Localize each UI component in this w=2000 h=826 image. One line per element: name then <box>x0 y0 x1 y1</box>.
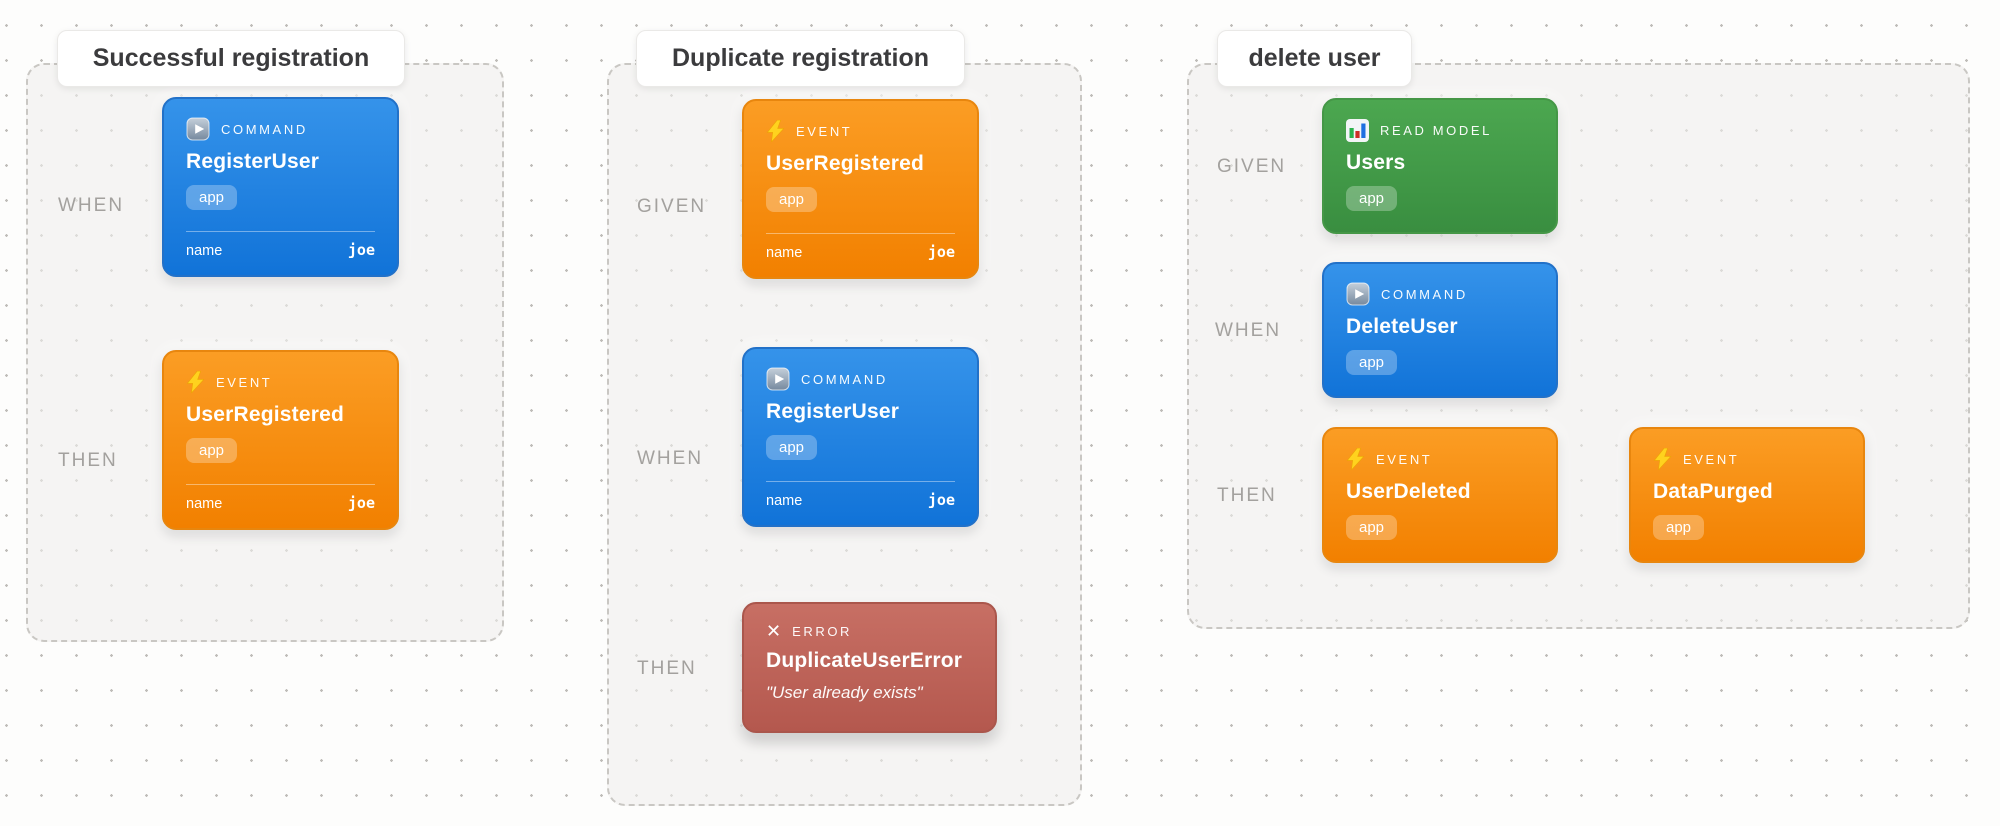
scenario-title-delete-user[interactable]: delete user <box>1217 30 1412 87</box>
step-label-when: WHEN <box>637 448 704 469</box>
divider <box>766 481 955 482</box>
scenario-title-duplicate-registration[interactable]: Duplicate registration <box>636 30 965 87</box>
card-fields: name joe <box>186 484 375 512</box>
bar-chart-icon <box>1346 118 1369 142</box>
divider <box>186 231 375 232</box>
field-value: joe <box>927 491 955 509</box>
card-command-registeruser[interactable]: COMMAND RegisterUser app name joe <box>162 97 399 277</box>
app-badge: app <box>1346 515 1398 540</box>
card-type-label: ERROR <box>792 623 853 639</box>
card-header: READ MODEL <box>1346 118 1534 142</box>
card-title: RegisterUser <box>766 400 900 423</box>
app-badge: app <box>766 435 818 460</box>
step-label-then: THEN <box>637 658 697 679</box>
field-row: name joe <box>766 243 955 261</box>
step-label-when: WHEN <box>1215 320 1282 341</box>
step-label-then: THEN <box>58 450 118 471</box>
card-type-label: EVENT <box>1376 451 1433 467</box>
field-row: name joe <box>186 241 375 259</box>
play-icon <box>766 367 790 391</box>
card-event-userregistered[interactable]: EVENT UserRegistered app name joe <box>162 350 399 530</box>
card-command-registeruser[interactable]: COMMAND RegisterUser app name joe <box>742 347 979 527</box>
field-row: name joe <box>186 494 375 512</box>
lightning-icon <box>766 120 785 142</box>
card-title: DeleteUser <box>1346 315 1458 338</box>
step-label-given: GIVEN <box>1217 156 1287 177</box>
card-type-label: EVENT <box>216 374 273 390</box>
lightning-icon <box>1346 448 1365 470</box>
app-badge: app <box>186 185 238 210</box>
card-title: Users <box>1346 151 1406 174</box>
x-icon: ✕ <box>766 621 782 641</box>
field-value: joe <box>927 243 955 261</box>
card-title: DataPurged <box>1653 480 1773 503</box>
field-value: joe <box>347 494 375 512</box>
card-error-duplicateusererror[interactable]: ✕ ERROR DuplicateUserError "User already… <box>742 602 997 733</box>
lightning-icon <box>1653 448 1672 470</box>
card-header: COMMAND <box>766 367 955 391</box>
card-readmodel-users[interactable]: READ MODEL Users app <box>1322 98 1558 234</box>
card-title: UserRegistered <box>186 403 345 426</box>
step-label-when: WHEN <box>58 195 125 216</box>
field-name: name <box>766 493 803 509</box>
field-row: name joe <box>766 491 955 509</box>
card-title: UserDeleted <box>1346 480 1471 503</box>
app-badge: app <box>766 187 818 212</box>
step-label-given: GIVEN <box>637 196 707 217</box>
field-name: name <box>186 243 223 259</box>
field-name: name <box>186 496 223 512</box>
card-header: EVENT <box>1653 447 1841 471</box>
card-type-label: EVENT <box>1683 451 1740 467</box>
card-type-label: EVENT <box>796 123 853 139</box>
scenario-title-successful-registration[interactable]: Successful registration <box>57 30 405 87</box>
field-name: name <box>766 245 803 261</box>
card-title: DuplicateUserError <box>766 649 963 672</box>
card-event-userdeleted[interactable]: EVENT UserDeleted app <box>1322 427 1558 563</box>
card-fields: name joe <box>766 233 955 261</box>
divider <box>186 484 375 485</box>
card-type-label: COMMAND <box>221 121 308 137</box>
app-badge: app <box>1653 515 1705 540</box>
app-badge: app <box>1346 186 1398 211</box>
card-type-label: READ MODEL <box>1380 122 1492 138</box>
card-header: ✕ ERROR <box>766 622 973 640</box>
card-title: RegisterUser <box>186 150 320 173</box>
step-label-then: THEN <box>1217 485 1277 506</box>
card-type-label: COMMAND <box>801 371 888 387</box>
card-header: COMMAND <box>1346 282 1534 306</box>
app-badge: app <box>1346 350 1398 375</box>
app-badge: app <box>186 438 238 463</box>
card-fields: name joe <box>186 231 375 259</box>
error-message: "User already exists" <box>766 683 923 702</box>
divider <box>766 233 955 234</box>
card-type-label: COMMAND <box>1381 286 1468 302</box>
card-title: UserRegistered <box>766 152 925 175</box>
field-value: joe <box>347 241 375 259</box>
card-header: EVENT <box>186 370 375 394</box>
card-header: COMMAND <box>186 117 375 141</box>
card-command-deleteuser[interactable]: COMMAND DeleteUser app <box>1322 262 1558 398</box>
play-icon <box>1346 282 1370 306</box>
card-event-userregistered[interactable]: EVENT UserRegistered app name joe <box>742 99 979 279</box>
card-header: EVENT <box>1346 447 1534 471</box>
card-event-datapurged[interactable]: EVENT DataPurged app <box>1629 427 1865 563</box>
play-icon <box>186 117 210 141</box>
card-fields: name joe <box>766 481 955 509</box>
card-header: EVENT <box>766 119 955 143</box>
lightning-icon <box>186 371 205 393</box>
